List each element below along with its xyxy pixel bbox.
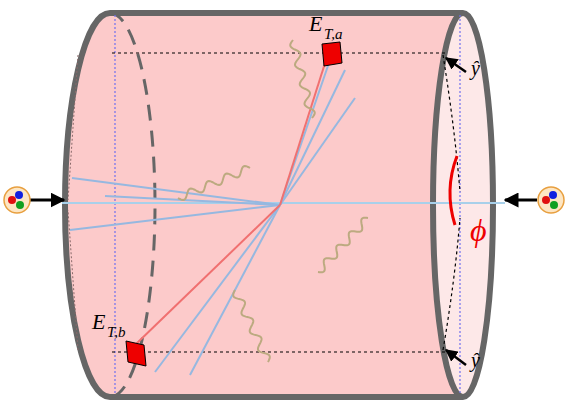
jet-track	[135, 205, 280, 345]
axis-label: ŷ	[471, 350, 480, 370]
calorimeter-cell	[322, 42, 342, 66]
particle-track	[105, 196, 280, 205]
cylinder-body	[65, 13, 493, 397]
energy-subscript: T,b	[107, 325, 125, 340]
particle-track	[280, 70, 345, 205]
energy-subscript: T,a	[324, 27, 342, 42]
cylinder-end-cap	[433, 13, 493, 397]
jet-track	[280, 60, 326, 205]
beam-arrow	[30, 199, 64, 202]
calorimeter-cell	[126, 341, 146, 366]
beam-line	[62, 202, 505, 204]
particle-track	[70, 205, 280, 230]
particle-track	[72, 178, 280, 205]
particle-track	[155, 205, 280, 372]
cylinder-edge	[65, 13, 110, 397]
proton-icon	[538, 187, 564, 213]
beam-arrow	[505, 199, 537, 202]
cylinder-edge	[110, 13, 463, 397]
particle-track	[280, 60, 330, 205]
photon-line	[233, 290, 270, 362]
axis-arrow	[446, 350, 466, 365]
energy-label: E	[92, 311, 105, 333]
angle-label: ϕ	[470, 214, 487, 246]
energy-label: E	[309, 13, 322, 35]
particle-track	[280, 98, 355, 205]
particle-track	[190, 205, 280, 375]
phi-arc	[450, 156, 457, 225]
axis-arrow	[446, 58, 466, 72]
photon-line	[178, 166, 250, 200]
photon-line	[318, 218, 368, 272]
axis-label: ŷ	[471, 58, 480, 78]
plane-line	[115, 15, 460, 395]
proton-icon	[4, 187, 30, 213]
photon-line	[290, 40, 314, 118]
